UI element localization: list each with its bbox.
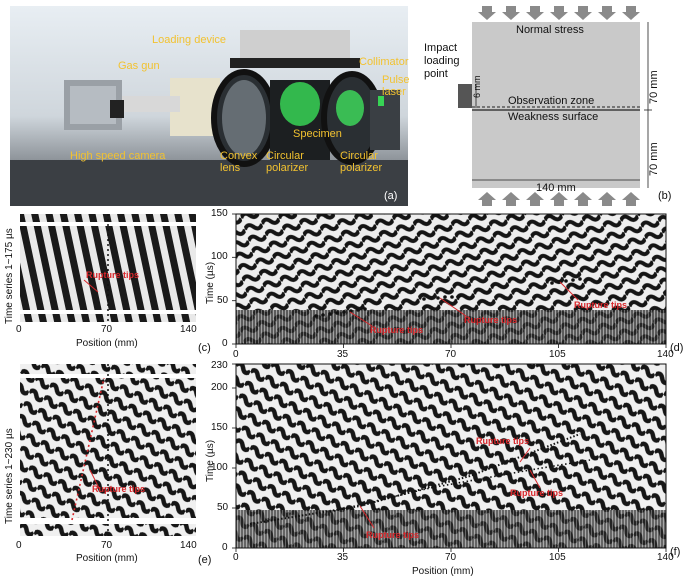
panel-f-y-tick-3: 150 — [211, 422, 228, 433]
panel-f-y-label: Time (µs) — [205, 439, 216, 482]
panel-f-tag: (f) — [670, 546, 681, 558]
label-dim-70mm-bottom: 70 mm — [648, 142, 660, 176]
panel-c-x-tick-1: 70 — [101, 324, 113, 335]
panel-a-photo — [10, 6, 408, 206]
collimator — [370, 90, 400, 150]
label-loading-device: Loading device — [152, 34, 227, 46]
panel-d-x-tick-0: 0 — [233, 349, 239, 360]
panel-d-annotation-2: Rupture tips — [464, 315, 517, 325]
panel-c-image — [20, 214, 196, 322]
normal-stress-arrows-top — [478, 6, 640, 20]
panel-c-x-tick-2: 140 — [180, 324, 197, 335]
panel-b-tag: (b) — [658, 190, 672, 202]
panel-f-x-tick-0: 0 — [233, 552, 239, 563]
panel-e-x-tick-2: 140 — [180, 540, 197, 551]
panel-d-x-tick-2: 70 — [445, 349, 457, 360]
specimen-plate — [472, 22, 640, 188]
label-collimator: Collimator — [359, 56, 409, 68]
panel-f-x-tick-1: 35 — [337, 552, 349, 563]
specimen — [270, 80, 330, 160]
label-impact-loading-point: Impact loading point — [424, 42, 460, 80]
panel-d-x-tick-3: 105 — [549, 349, 566, 360]
panel-d-tag: (d) — [670, 342, 684, 354]
panel-d-y-label: Time (µs) — [205, 261, 216, 304]
panel-e-annotation: Rupture tips — [92, 484, 145, 494]
panel-d-x-tick-4: 140 — [657, 349, 674, 360]
panel-d-y-tick-2: 100 — [211, 251, 228, 262]
panel-e-tag: (e) — [198, 554, 212, 566]
panel-f-x-tick-3: 105 — [549, 552, 566, 563]
panel-a-tag: (a) — [384, 190, 398, 202]
panel-d-y-tick-3: 150 — [211, 208, 228, 219]
label-dim-6mm: 6 mm — [472, 75, 482, 99]
label-observation-zone: Observation zone — [508, 95, 595, 107]
panel-c-x-tick-0: 0 — [16, 324, 22, 335]
convex-lens — [211, 69, 277, 167]
panel-e-y-label: Time series 1~230 µs — [4, 428, 15, 524]
panel-f-y-tick-5: 230 — [211, 360, 228, 371]
loading-device — [230, 30, 360, 68]
panel-b-schematic — [458, 6, 652, 206]
panel-c-x-label: Position (mm) — [76, 338, 138, 349]
label-convex-lens: Convex lens — [220, 150, 258, 174]
panel-f-annotation-1: Rupture tips — [476, 436, 529, 446]
label-specimen: Specimen — [293, 128, 342, 140]
panel-f-annotation-2: Rupture tips — [510, 488, 563, 498]
panel-d-annotation-3: Rupture tips — [574, 300, 627, 310]
label-high-speed-camera: High speed camera — [70, 150, 166, 162]
panel-d-annotation-1: Rupture tips — [370, 325, 423, 335]
panel-f-annotation-3: Rupture tips — [366, 530, 419, 540]
panel-e-x-tick-1: 70 — [101, 540, 113, 551]
panel-c-annotation: Rupture tips — [86, 270, 139, 280]
normal-stress-arrows-bottom — [478, 192, 640, 206]
panel-f-y-tick-2: 100 — [211, 462, 228, 473]
panel-e-x-tick-0: 0 — [16, 540, 22, 551]
label-normal-stress: Normal stress — [516, 24, 584, 36]
panel-f-x-tick-4: 140 — [657, 552, 674, 563]
label-circular-polarizer-1: Circular polarizer — [266, 150, 309, 174]
label-dim-70mm-top: 70 mm — [648, 70, 660, 104]
panel-e-x-label: Position (mm) — [76, 553, 138, 564]
panel-f-x-tick-2: 70 — [445, 552, 457, 563]
panel-d-y-tick-1: 50 — [217, 295, 229, 306]
panel-f-y-tick-0: 0 — [222, 542, 228, 553]
impact-block — [458, 84, 472, 108]
panel-c-tag: (c) — [198, 342, 211, 354]
panel-f-y-tick-4: 200 — [211, 382, 228, 393]
panel-d-y-tick-0: 0 — [222, 338, 228, 349]
label-weakness-surface: Weakness surface — [508, 111, 599, 123]
rupture-tip-markers-d — [314, 277, 582, 318]
label-gas-gun: Gas gun — [118, 60, 160, 72]
panel-d-image — [232, 213, 667, 348]
label-dim-140mm: 140 mm — [536, 182, 576, 194]
panel-e-image — [20, 364, 196, 536]
label-circular-polarizer-2: Circular polarizer — [340, 150, 383, 174]
label-pulse-laser: Pulse laser — [382, 74, 410, 98]
panel-c-y-label: Time series 1~175 µs — [4, 228, 15, 324]
panel-f-image — [232, 363, 667, 552]
high-speed-camera — [64, 80, 124, 130]
panel-f-x-label: Position (mm) — [412, 566, 474, 577]
panel-d-x-tick-1: 35 — [337, 349, 349, 360]
panel-f-y-tick-1: 50 — [217, 502, 229, 513]
